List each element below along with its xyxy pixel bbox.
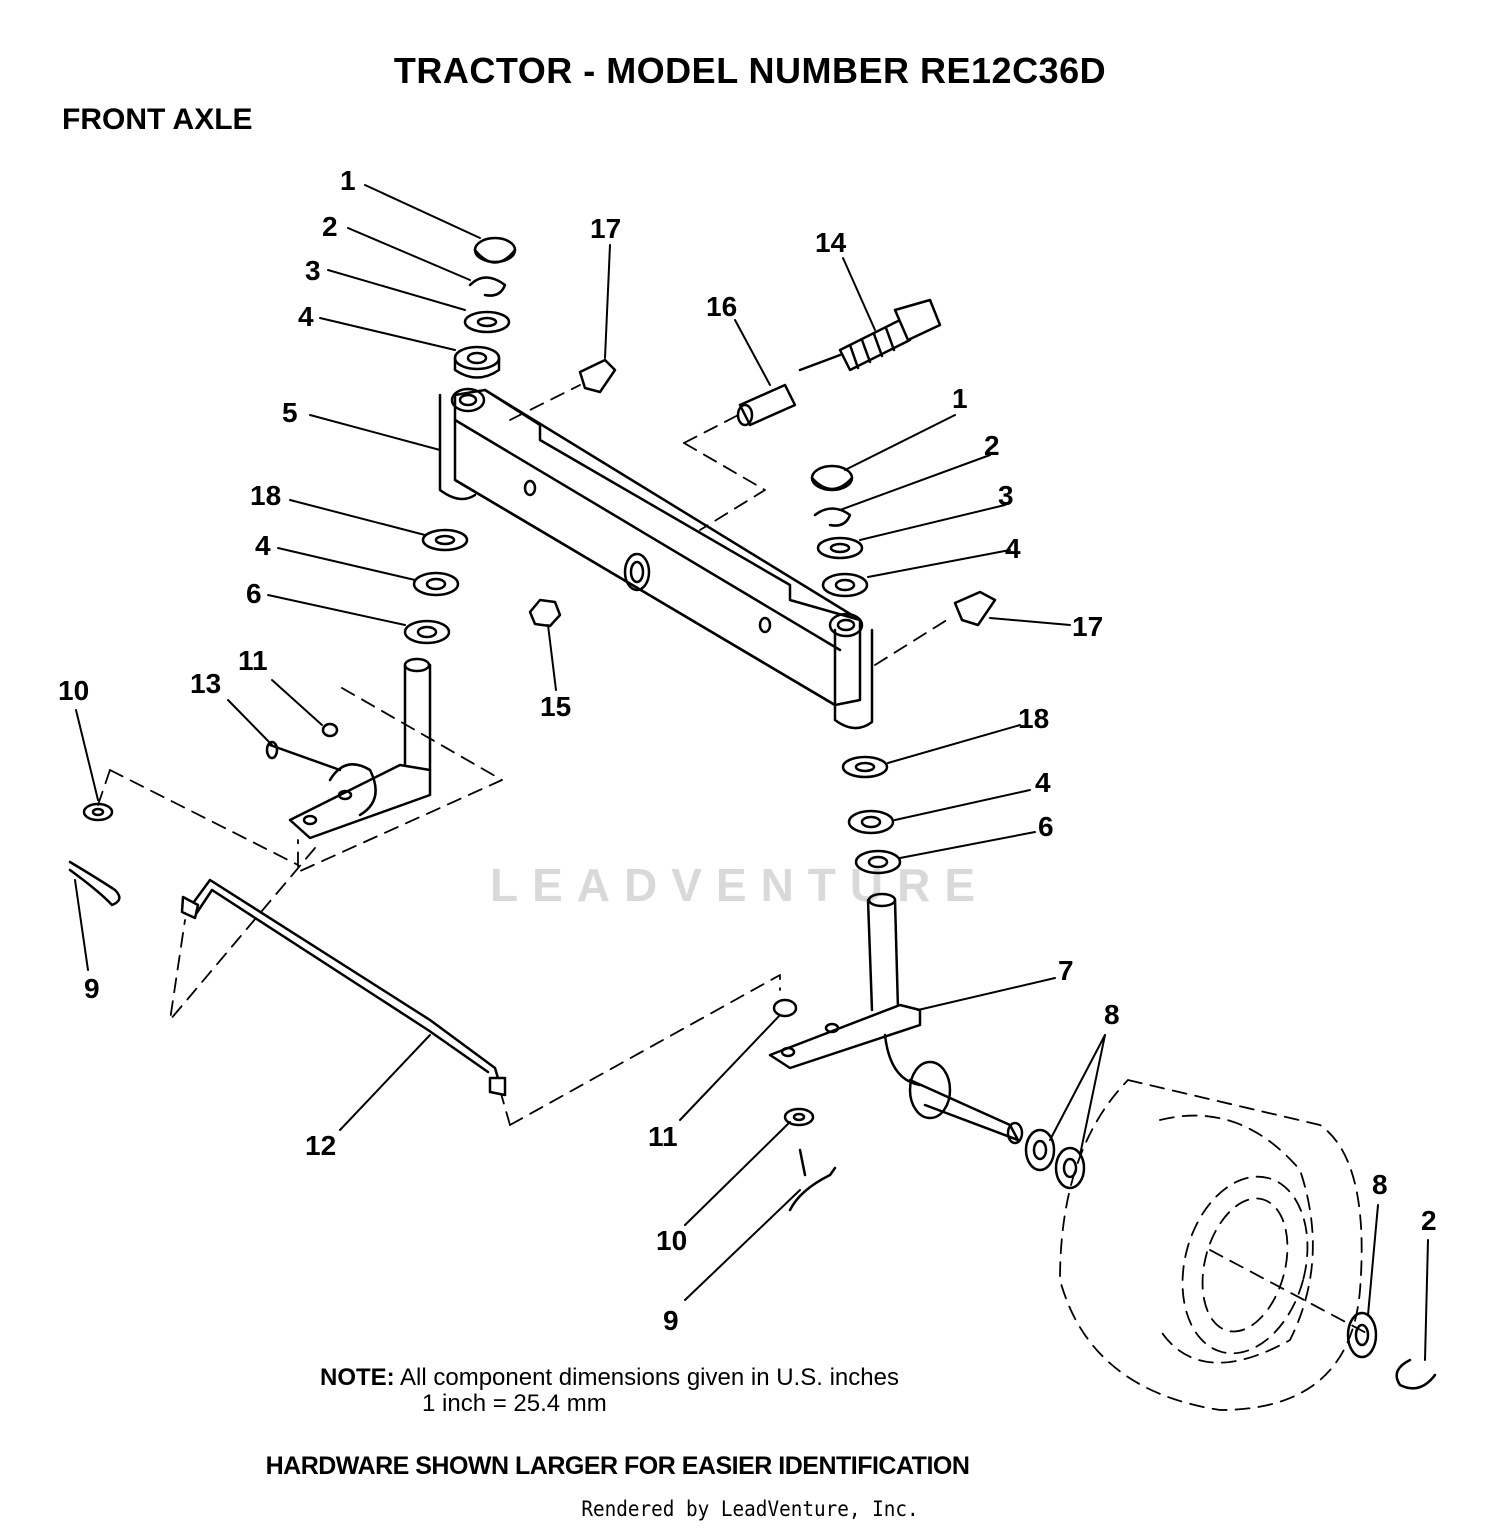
callout-4: 4: [255, 530, 271, 561]
callout-10: 10: [656, 1225, 687, 1256]
callout-1: 1: [952, 383, 968, 414]
hardware-notice: HARDWARE SHOWN LARGER FOR EASIER IDENTIF…: [265, 1452, 970, 1480]
callout-1: 1: [340, 165, 356, 196]
note-label: NOTE:: [320, 1364, 395, 1391]
callout-5: 5: [282, 397, 298, 428]
callout-4: 4: [298, 301, 314, 332]
callout-8: 8: [1104, 999, 1120, 1030]
callout-2: 2: [984, 430, 1000, 461]
callout-4: 4: [1005, 533, 1021, 564]
callout-13: 13: [190, 668, 221, 699]
callout-4: 4: [1035, 767, 1051, 798]
callout-6: 6: [1038, 811, 1054, 842]
page-title: TRACTOR - MODEL NUMBER RE12C36D: [393, 50, 1107, 91]
callout-14: 14: [815, 227, 847, 258]
dimension-note: NOTE: All component dimensions given in …: [320, 1365, 899, 1417]
callout-2: 2: [1421, 1205, 1437, 1236]
callout-17: 17: [1072, 611, 1103, 642]
callout-6: 6: [246, 578, 262, 609]
callout-7: 7: [1058, 955, 1074, 986]
note-line-2: 1 inch = 25.4 mm: [422, 1390, 607, 1417]
callout-12: 12: [305, 1130, 336, 1161]
callout-11: 11: [648, 1121, 678, 1152]
note-line-1: All component dimensions given in U.S. i…: [400, 1364, 899, 1391]
callout-3: 3: [305, 255, 321, 286]
callout-15: 15: [540, 691, 571, 722]
rendered-by-credit: Rendered by LeadVenture, Inc.: [581, 1497, 919, 1521]
callout-8: 8: [1372, 1169, 1388, 1200]
callout-3: 3: [998, 480, 1014, 511]
callout-18: 18: [250, 480, 281, 511]
section-title: FRONT AXLE: [62, 103, 253, 136]
callout-18: 18: [1018, 703, 1049, 734]
callout-2: 2: [322, 211, 338, 242]
callout-11: 11: [238, 645, 268, 676]
callout-16: 16: [706, 291, 737, 322]
callout-17: 17: [590, 213, 621, 244]
callout-9: 9: [84, 973, 100, 1004]
callout-9: 9: [663, 1305, 679, 1336]
callout-10: 10: [58, 675, 89, 706]
axle-beam: [438, 387, 874, 730]
